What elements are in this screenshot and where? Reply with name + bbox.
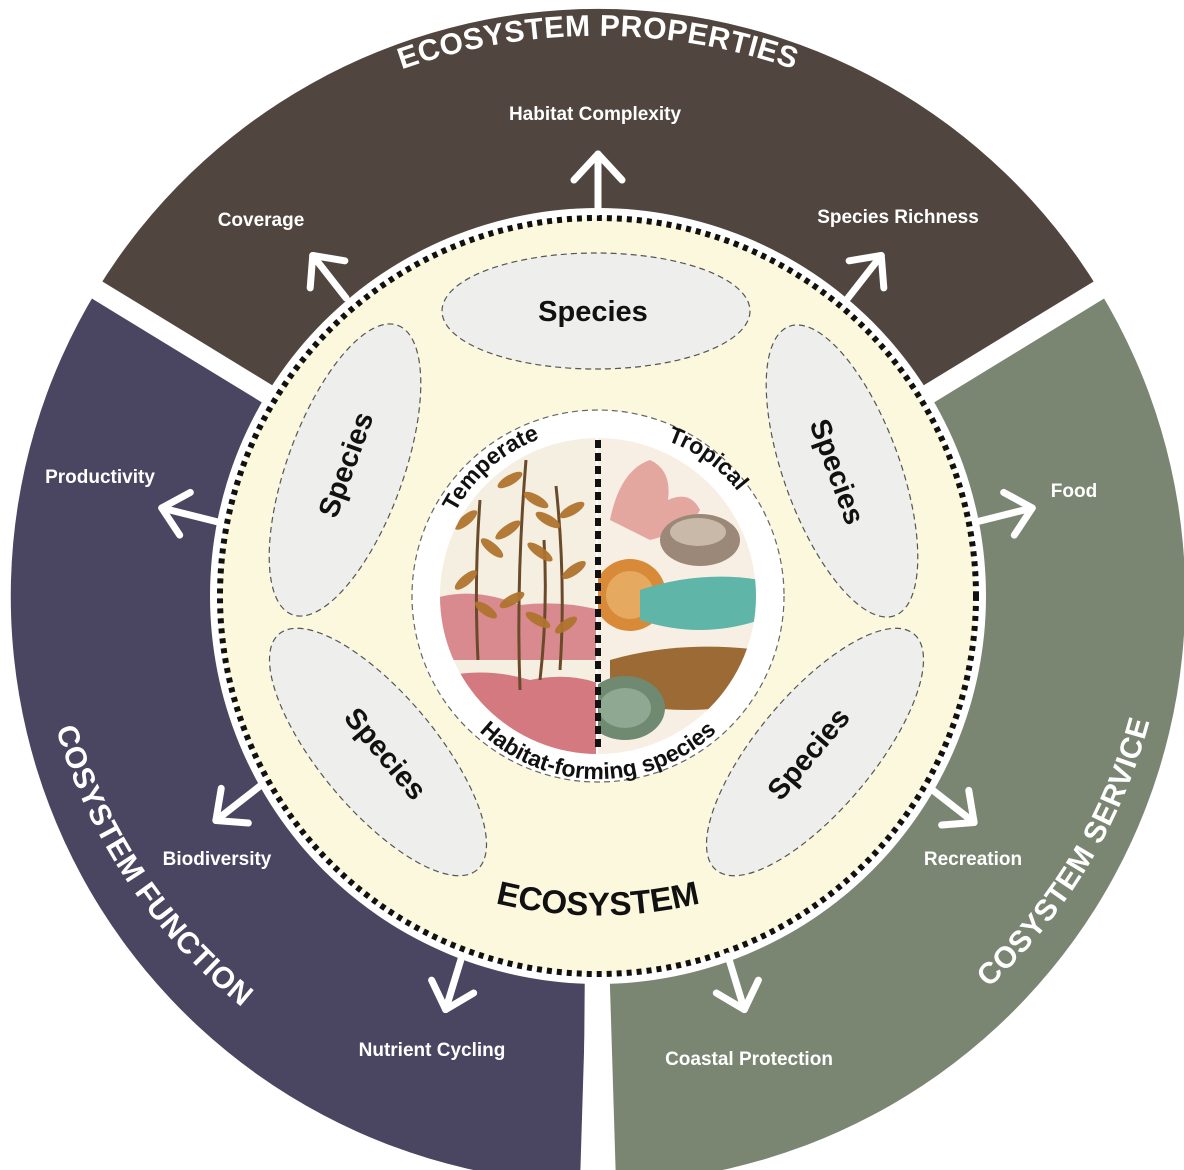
species-ovals xyxy=(268,252,925,877)
species-label: Species xyxy=(538,296,648,328)
item-productivity: Productivity xyxy=(45,467,155,488)
arrow-food xyxy=(972,488,1036,539)
species-oval xyxy=(268,627,488,877)
item-species-richness: Species Richness xyxy=(817,207,979,228)
ecosystem-dotted-border xyxy=(217,215,979,977)
arrow-productivity xyxy=(158,488,222,539)
species-oval xyxy=(268,323,422,617)
item-coverage: Coverage xyxy=(218,210,305,231)
item-biodiversity: Biodiversity xyxy=(163,849,272,870)
item-coastal-protection: Coastal Protection xyxy=(665,1049,833,1070)
arrows xyxy=(158,150,1036,1014)
arrow-recreation xyxy=(926,784,978,829)
arrow-habitat-complexity xyxy=(570,150,626,216)
arrow-coastal-protection xyxy=(712,952,762,1014)
item-nutrient-cycling: Nutrient Cycling xyxy=(359,1040,506,1061)
item-habitat-complexity: Habitat Complexity xyxy=(509,104,682,125)
item-recreation: Recreation xyxy=(924,849,1022,870)
arrow-nutrient-cycling xyxy=(428,952,478,1014)
species-oval xyxy=(765,324,919,618)
arrow-species-richness xyxy=(844,251,888,302)
arrow-biodiversity xyxy=(212,782,264,827)
arrow-coverage xyxy=(306,251,350,302)
species-oval xyxy=(705,627,925,877)
item-food: Food xyxy=(1051,481,1097,502)
species-oval xyxy=(441,252,751,370)
